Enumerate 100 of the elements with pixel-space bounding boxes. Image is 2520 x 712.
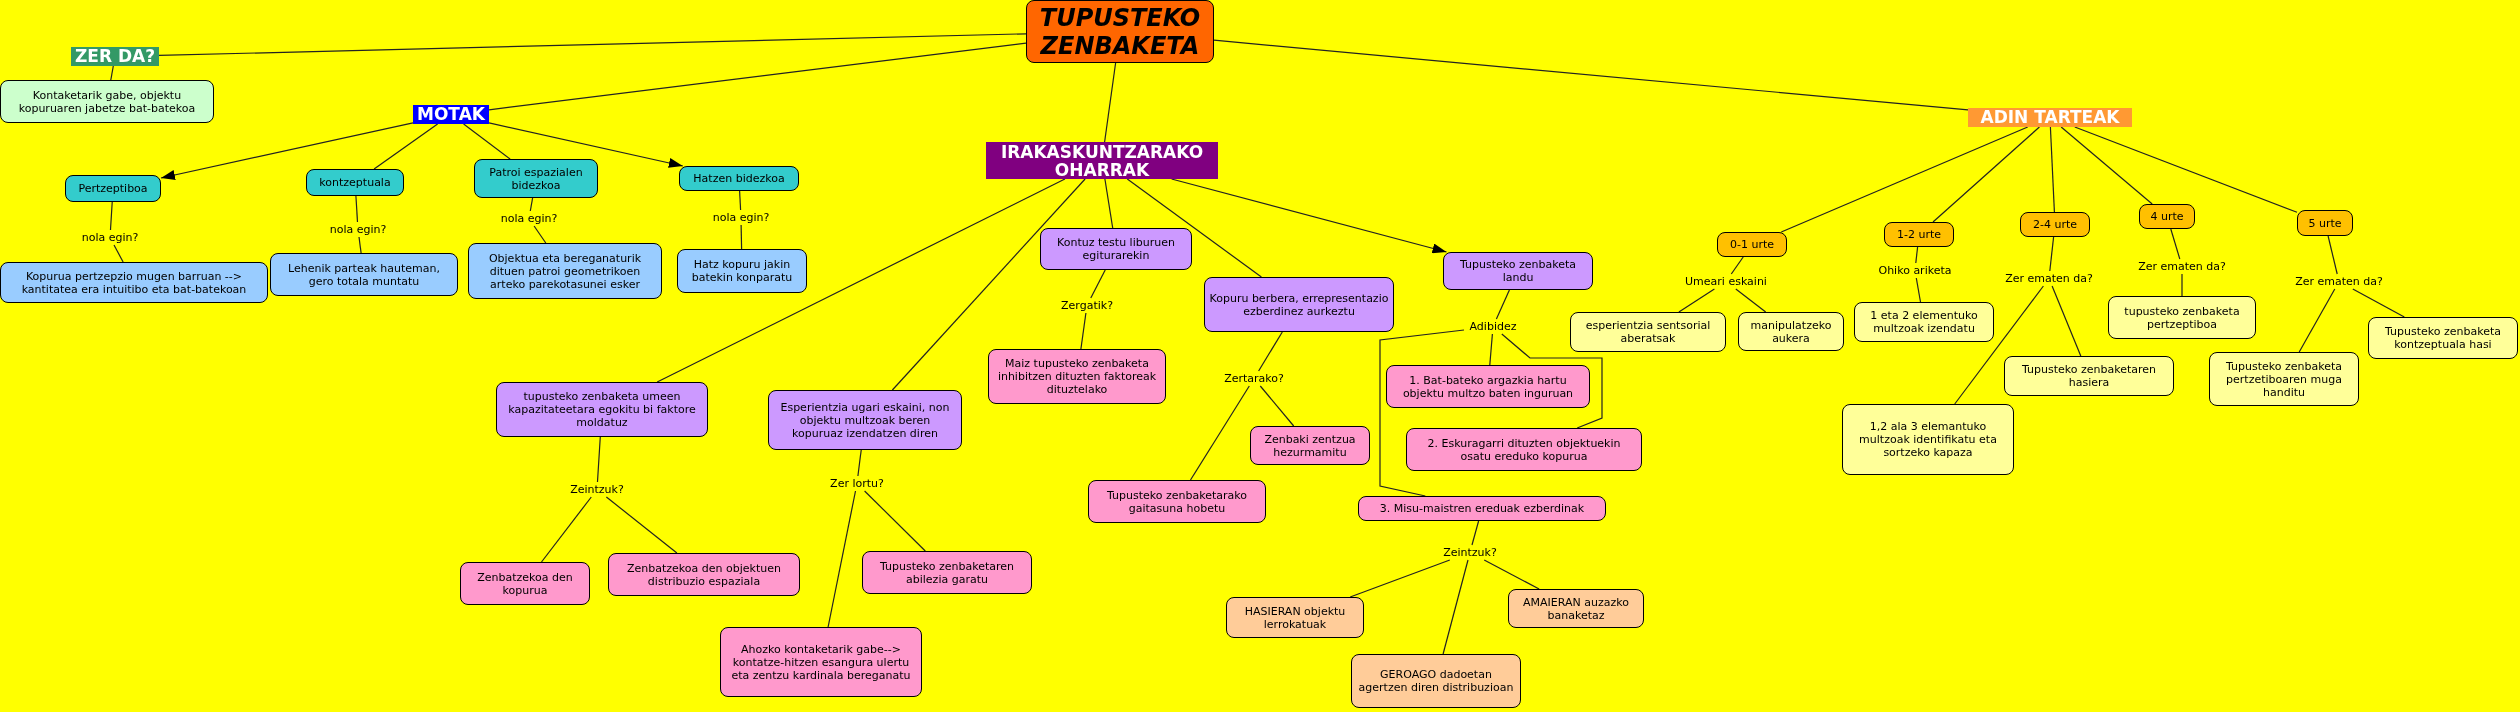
connector-line [1780, 126, 2029, 233]
connector-line [2049, 126, 2055, 213]
concept-box: Lehenik parteak hauteman, gero totala muntatu [270, 253, 458, 296]
connector-line [2181, 273, 2183, 297]
concept-box: Hatzen bidezkoa [679, 166, 799, 191]
connector-line [891, 178, 1086, 391]
concept-box: Tupusteko zenbaketa kontzeptuala hasi [2368, 317, 2518, 359]
linking-phrase: Zeintzuk? [564, 482, 630, 497]
connector-line [109, 201, 113, 231]
connector-line [1471, 520, 1480, 546]
connector-line [2060, 126, 2153, 205]
connector-line [463, 123, 511, 160]
connector-line [827, 490, 857, 628]
concept-box: Tupusteko zenbaketarako gaitasuna hobetu [1088, 480, 1266, 523]
heading-label: ADIN TARTEAK [1968, 108, 2132, 127]
linking-phrase: Zer ematen da? [2000, 271, 2098, 286]
concept-box: Pertzeptiboa [65, 175, 161, 202]
connector-line [1489, 333, 1493, 366]
connector-line [529, 197, 534, 212]
concept-box: 3. Misu-maistren ereduak ezberdinak [1358, 496, 1606, 521]
concept-box: Patroi espazialen bidezkoa [474, 159, 598, 198]
concept-box: 5 urte [2297, 210, 2353, 236]
connector-line [373, 123, 439, 170]
title-box: TUPUSTEKO ZENBAKETA [1026, 0, 1214, 63]
concept-box: GEROAGO dadoetan agertzen diren distribuzioan [1351, 654, 1521, 708]
concept-box: kontzeptuala [306, 169, 404, 196]
concept-box: Zenbaki zentzua hezurmamitu [1250, 426, 1370, 465]
concept-box: Objektua eta bereganaturik dituen patroi geometrikoen arteko parekotasunei esker [468, 243, 662, 299]
concept-box: 2-4 urte [2020, 212, 2090, 237]
linking-phrase: Zertarako? [1218, 371, 1290, 386]
connector-line [1126, 178, 1262, 278]
connector-line [1379, 329, 1465, 497]
heading-label: ZER DA? [71, 47, 159, 66]
arrow [1171, 178, 1448, 254]
concept-box: 1,2 ala 3 elemantuko multzoak identifikatu eta sortzeko kapaza [1842, 404, 2014, 475]
connector-line [1442, 559, 1469, 655]
connector-line [1483, 559, 1540, 590]
concept-box: 1-2 urte [1884, 222, 1954, 247]
connector-line [656, 178, 1066, 383]
connector-line [1915, 277, 1922, 303]
connector-line [864, 490, 926, 552]
connector-line [1678, 288, 1715, 313]
concept-box: Kontuz testu liburuen egiturarekin [1040, 228, 1192, 270]
connector-line [1259, 385, 1295, 427]
concept-box: Tupusteko zenbaketa landu [1443, 252, 1593, 290]
arrow [160, 122, 414, 180]
concept-box: Tupusteko zenbaketaren abilezia garatu [862, 551, 1032, 594]
linking-phrase: Zer lortu? [824, 476, 890, 491]
connector-line [488, 42, 1027, 111]
concept-box: tupusteko zenbaketa pertzeptiboa [2108, 296, 2256, 339]
concept-box: 1. Bat-bateko argazkia hartu objektu multzo baten inguruan [1386, 365, 1590, 408]
connector-line [1213, 39, 1969, 111]
heading-label: IRAKASKUNTZARAKO OHARRAK [986, 142, 1218, 179]
linking-phrase: Zer ematen da? [2133, 259, 2231, 274]
arrow [488, 122, 684, 168]
connector-line [2049, 236, 2055, 272]
linking-phrase: Zeintzuk? [1437, 545, 1503, 560]
linking-phrase: Adibidez [1464, 319, 1522, 334]
connector-line [857, 449, 862, 477]
connector-line [2074, 126, 2298, 213]
connector-line [1915, 246, 1919, 264]
connector-line [2352, 288, 2405, 318]
connector-line [2327, 235, 2338, 275]
concept-box: Maiz tupusteko zenbaketa inhibitzen dituzten faktoreak dituztelako [988, 349, 1166, 404]
concept-box: 0-1 urte [1717, 232, 1787, 257]
concept-box: Tupusteko zenbaketaren hasiera [2004, 356, 2174, 396]
concept-box: 2. Eskuragarri dituzten objektuekin osatu ereduko kopurua [1406, 428, 1642, 471]
concept-box: Kontaketarik gabe, objektu kopuruaren jabetze bat-batekoa [0, 80, 214, 123]
concept-box: tupusteko zenbaketa umeen kapazitateetara egokitu bi faktore moldatuz [496, 382, 708, 437]
concept-box: Hatz kopuru jakin batekin konparatu [677, 249, 807, 293]
concept-box: 1 eta 2 elementuko multzoak izendatu [1854, 302, 1994, 342]
concept-box: Tupusteko zenbaketa pertzetiboaren muga handitu [2209, 352, 2359, 406]
linking-phrase: nola egin? [496, 211, 562, 226]
linking-phrase: Umeari eskaini [1682, 274, 1770, 289]
connector-line [1501, 333, 1603, 429]
concept-box: Esperientzia ugari eskaini, non objektu multzoak beren kopuruaz izendatzen diren [768, 390, 962, 450]
connector-line [2170, 228, 2181, 260]
connector-line [1735, 288, 1767, 313]
connector-line [739, 190, 742, 211]
connector-line [1104, 62, 1117, 143]
heading-label: MOTAK [413, 105, 489, 124]
concept-box: Zenbatzekoa den kopurua [460, 562, 590, 605]
connector-line [533, 225, 547, 244]
connector-line [540, 496, 592, 563]
linking-phrase: nola egin? [325, 222, 391, 237]
connector-line [1349, 559, 1451, 598]
connector-line [1258, 331, 1283, 372]
connector-line [1090, 269, 1106, 299]
linking-phrase: Ohiko ariketa [1872, 263, 1958, 278]
connector-line [358, 236, 362, 254]
connector-line [1932, 126, 2040, 223]
concept-box: HASIERAN objektu lerrokatuak [1226, 597, 1364, 638]
concept-box: Kopurua pertzepzio mugen barruan --> kantitatea era intuitibo eta bat-batekoan [0, 262, 268, 303]
concept-box: Kopuru berbera, errepresentazio ezberdinez aurkeztu [1204, 277, 1394, 332]
connector-line [596, 436, 601, 483]
connector-line [740, 224, 743, 250]
connector-line [1080, 312, 1087, 350]
linking-phrase: nola egin? [708, 210, 774, 225]
connector-line [2298, 288, 2336, 353]
connector-line [2051, 285, 2082, 357]
